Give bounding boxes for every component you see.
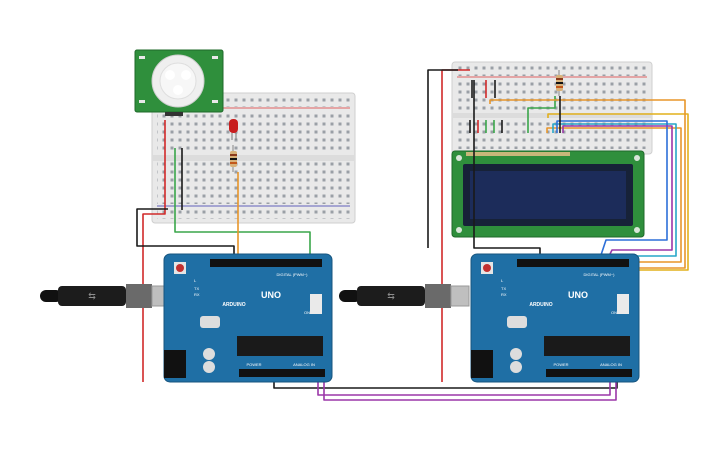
- pin-on: ON: [304, 310, 310, 315]
- pin-l: L: [194, 278, 197, 283]
- wire-green-left-signal: [174, 148, 311, 262]
- arduino-model: UNO: [568, 290, 588, 300]
- led: [229, 119, 238, 140]
- wire-black-left-gnd: [136, 208, 235, 262]
- header-digital: DIGITAL (PWM~): [584, 272, 616, 277]
- pir-sensor: [134, 49, 224, 116]
- svg-text:⇆: ⇆: [88, 291, 96, 301]
- pin-rx: RX: [501, 292, 507, 297]
- lcd-display: [451, 150, 645, 238]
- pin-l: L: [501, 278, 504, 283]
- resistor-right: [556, 70, 563, 96]
- resistor-left: [230, 145, 237, 172]
- wire-black-gnd-right: [427, 69, 458, 248]
- pin-tx: TX: [194, 286, 199, 291]
- arduino-uno-right: ARDUINO UNO DIGITAL (PWM~) POWER ANALOG …: [470, 253, 640, 383]
- header-power: POWER: [246, 362, 261, 367]
- header-digital: DIGITAL (PWM~): [277, 272, 309, 277]
- pin-tx: TX: [501, 286, 506, 291]
- svg-text:⇆: ⇆: [387, 291, 395, 301]
- usb-cable-right: ⇆: [339, 284, 470, 308]
- arduino-logo-text: ARDUINO: [222, 302, 245, 308]
- pin-rx: RX: [194, 292, 200, 297]
- arduino-uno-left: ARDUINO UNO DIGITAL (PWM~) POWER ANALOG …: [163, 253, 333, 383]
- pin-on: ON: [611, 310, 617, 315]
- header-analog: ANALOG IN: [293, 362, 315, 367]
- arduino-model: UNO: [261, 290, 281, 300]
- arduino-logo-text: ARDUINO: [529, 302, 552, 308]
- breadboard-left: [151, 92, 356, 224]
- usb-cable-left: ⇆: [40, 284, 171, 308]
- header-power: POWER: [553, 362, 568, 367]
- header-analog: ANALOG IN: [600, 362, 622, 367]
